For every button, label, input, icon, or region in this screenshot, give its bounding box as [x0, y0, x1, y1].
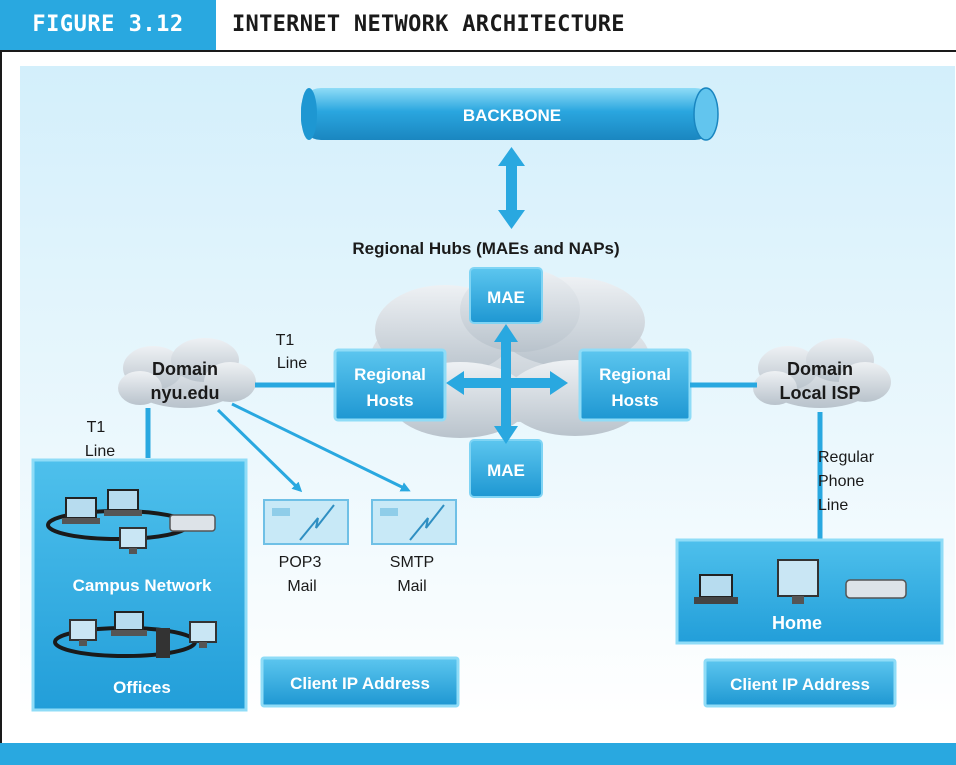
regional-hosts-left-line1: Regional — [354, 365, 426, 384]
smtp-mail-icon — [371, 499, 457, 545]
backbone-label: BACKBONE — [463, 106, 561, 125]
mae-top-box — [469, 267, 543, 324]
phone-line-3: Line — [818, 497, 848, 514]
t1-line-upper-2: Line — [277, 355, 307, 372]
smtp-label-2: Mail — [397, 578, 426, 595]
offices-devices-icon — [53, 611, 217, 658]
t1-line-left-2: Line — [85, 443, 115, 460]
smtp-label-1: SMTP — [390, 554, 434, 571]
phone-line-1: Regular — [818, 449, 875, 466]
home-label: Home — [772, 613, 822, 633]
diagram-frame — [0, 52, 955, 765]
domain-isp-line2: Local ISP — [779, 383, 860, 403]
mae-top-label: MAE — [487, 288, 525, 307]
offices-label: Offices — [113, 678, 171, 697]
domain-nyu-line2: nyu.edu — [150, 383, 219, 403]
domain-isp-line1: Domain — [787, 359, 853, 379]
home-devices-icon — [694, 559, 907, 604]
t1-line-left-1: T1 — [87, 419, 106, 436]
backbone-hub-arrow — [498, 147, 525, 229]
figure-number: FIGURE 3.12 — [0, 0, 216, 50]
connection-lines — [145, 382, 823, 540]
backbone-pipe — [301, 87, 719, 141]
figure-title: INTERNET NETWORK ARCHITECTURE — [232, 12, 625, 37]
figure-footer-bar — [0, 743, 956, 765]
client-ip-right-box — [703, 658, 897, 708]
mae-bottom-label: MAE — [487, 461, 525, 480]
campus-network-label: Campus Network — [73, 576, 212, 595]
regional-hosts-right-line1: Regional — [599, 365, 671, 384]
t1-line-upper-1: T1 — [276, 332, 295, 349]
client-ip-right-label: Client IP Address — [730, 675, 870, 694]
regional-hosts-left-line2: Hosts — [366, 391, 413, 410]
regional-hosts-right-line2: Hosts — [611, 391, 658, 410]
domain-nyu-line1: Domain — [152, 359, 218, 379]
figure-header: FIGURE 3.12 INTERNET NETWORK ARCHITECTUR… — [0, 0, 956, 52]
hub-cross-arrow — [446, 324, 568, 444]
client-ip-left-box — [260, 656, 460, 708]
regional-hubs-label: Regional Hubs (MAEs and NAPs) — [352, 239, 619, 258]
pop3-mail-icon — [263, 499, 349, 545]
pop3-label-1: POP3 — [279, 554, 322, 571]
campus-devices-icon — [46, 489, 216, 554]
mail-arrows — [216, 402, 411, 493]
phone-line-2: Phone — [818, 473, 864, 490]
pop3-label-2: Mail — [287, 578, 316, 595]
client-ip-left-label: Client IP Address — [290, 674, 430, 693]
